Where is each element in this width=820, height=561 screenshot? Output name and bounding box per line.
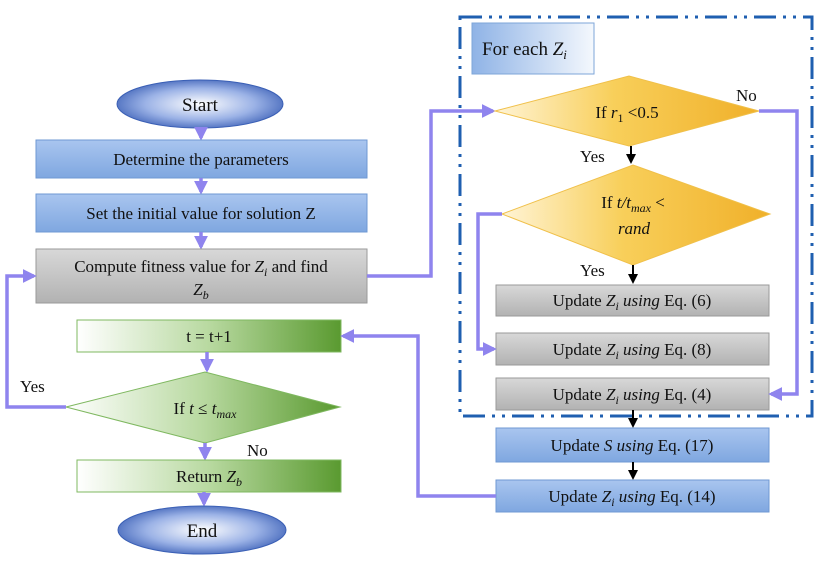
update-s-eq17-label: Update S using Eq. (17): [551, 436, 714, 455]
update-eq4-label: Update Zi using Eq. (4): [553, 385, 712, 407]
update-eq14-box: [495, 479, 770, 513]
determine-params-box: [35, 139, 368, 179]
update-eq6-box: [495, 284, 770, 317]
connector-yes-to-fitness: [5, 269, 66, 409]
connector-decision2-no-to-eq8: [476, 212, 502, 356]
return-best-box: [76, 459, 342, 493]
decision-t-rand-label-line1: If t/tmax <: [601, 193, 665, 215]
for-each-loop-border: [458, 15, 814, 418]
compute-fitness-label-line2: Zb: [193, 280, 208, 302]
increment-label: t = t+1: [186, 327, 232, 346]
end-terminal: [117, 505, 287, 555]
connector-fitness-to-decision1: [367, 104, 496, 278]
end-label: End: [187, 521, 218, 542]
decision-r1-label: If r1 <0.5: [595, 103, 658, 125]
yes-label-r1: Yes: [580, 147, 605, 166]
increment-box: [76, 319, 342, 353]
for-each-label-box: [471, 22, 595, 75]
update-eq8-box: [495, 332, 770, 366]
start-label: Start: [182, 95, 219, 116]
yes-label-t-rand: Yes: [580, 261, 605, 280]
no-label-iter: No: [247, 441, 268, 460]
for-each-label: For each Zi: [482, 39, 567, 62]
decision-t-rand-label-line2: rand: [618, 219, 651, 238]
update-eq4-box: [495, 377, 770, 411]
set-initial-box: [35, 193, 368, 233]
set-initial-label: Set the initial value for solution Z: [86, 204, 315, 223]
determine-params-label: Determine the parameters: [113, 150, 289, 169]
no-label-r1: No: [736, 86, 757, 105]
return-best-label: Return Zb: [176, 467, 242, 489]
yes-label-iter: Yes: [20, 377, 45, 396]
update-eq6-label: Update Zi using Eq. (6): [553, 291, 712, 313]
check-iteration-diamond: [65, 371, 342, 444]
update-s-eq17-box: [495, 427, 770, 463]
connector-eq14-to-increment: [340, 329, 496, 498]
decision-t-rand-diamond: [500, 164, 772, 266]
update-eq14-label: Update Zi using Eq. (14): [548, 487, 715, 509]
connector-decision1-no-to-eq4: [759, 109, 799, 401]
update-eq8-label: Update Zi using Eq. (8): [553, 340, 712, 362]
compute-fitness-label-line1: Compute fitness value for Zi and find: [74, 257, 328, 279]
check-iteration-label: If t ≤ tmax: [174, 399, 238, 421]
